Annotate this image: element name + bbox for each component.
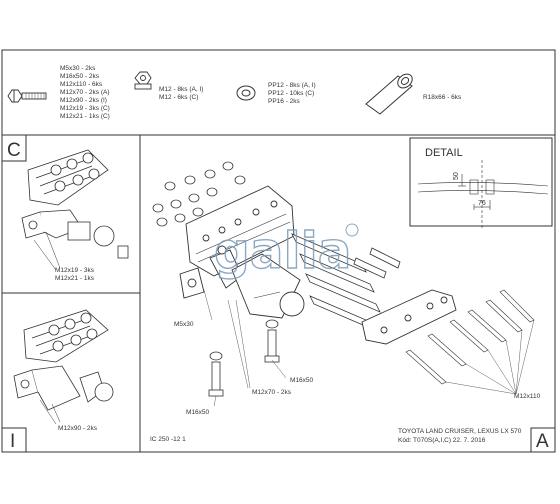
- long-bolt-leaders: [445, 319, 535, 395]
- nut-list: M12 - 8ks (A, I) M12 - 6ks (C): [159, 86, 203, 101]
- section-c-callout-2: M12x21 - 1ks: [55, 275, 95, 282]
- callout-m12x70: M12x70 - 2ks: [252, 389, 292, 396]
- bolt-list-line: M12x70 - 2ks (A): [60, 89, 110, 96]
- bolt-list-line: M12x110 - 6ks: [60, 81, 103, 88]
- section-a-letter-box: A: [530, 427, 556, 453]
- washer-list-line: PP12 - 8ks (A, I): [268, 82, 316, 89]
- section-i-letter: I: [10, 431, 15, 452]
- drawing-frame: [1, 49, 556, 453]
- long-bolts: [405, 289, 535, 385]
- lower-leaders: [203, 289, 287, 407]
- registered-mark: [345, 223, 359, 237]
- callout-m16-left: M16x50: [186, 409, 210, 416]
- exploded-nuts-washers: [152, 161, 246, 227]
- section-i-letter-box: I: [1, 427, 27, 453]
- spacer-label: R18x66 - 6ks: [423, 94, 462, 101]
- lower-bolts: [208, 319, 280, 397]
- bolt-list-line: M12x90 - 2ks (I): [60, 97, 107, 104]
- galia-watermark: galia: [214, 222, 352, 280]
- hitch-assembly-c: [21, 149, 129, 271]
- callout-m12x110: M12x110: [514, 393, 541, 400]
- detail-dim-horizontal: 76: [478, 200, 486, 207]
- bolt-icon: [7, 89, 47, 103]
- spacer-tubes: [291, 233, 401, 335]
- hitch-crossbar: [179, 185, 305, 319]
- hitch-assembly-i: [13, 309, 114, 425]
- bolt-list: M5x30 - 2ks M16x50 - 2ks M12x110 - 6ks M…: [60, 65, 110, 120]
- bolt-list-line: M5x30 - 2ks: [60, 65, 96, 72]
- drawing-code: IC 250 -12 1: [150, 436, 186, 443]
- bolt-list-line: M12x19 - 3ks (C): [60, 105, 110, 112]
- bolt-list-line: M16x50 - 2ks: [60, 73, 100, 80]
- spacer-icon: [365, 73, 413, 115]
- section-i-callout: M12x90 - 2ks: [58, 425, 98, 432]
- detail-title: DETAIL: [425, 147, 463, 159]
- washer-icon: [236, 85, 256, 101]
- section-a-letter: A: [536, 431, 549, 452]
- bolt-list-line: M12x21 - 1ks (C): [60, 113, 110, 120]
- callout-m16-right: M16x50: [290, 377, 314, 384]
- washer-list-line: PP12 - 10ks (C): [268, 90, 314, 97]
- nut-list-line: M12 - 6ks (C): [159, 94, 198, 101]
- detail-box: DETAIL 50 76: [409, 137, 553, 228]
- section-c-callout-1: M12x19 - 3ks: [55, 267, 95, 274]
- vehicle-name: TOYOTA LAND CRUISER, LEXUS LX 570: [398, 428, 522, 435]
- kod-line: Kód: T070S(A,I,C) 22. 7. 2016: [398, 437, 486, 444]
- detail-dim-vertical: 50: [453, 172, 460, 180]
- nut-icon: [134, 71, 152, 90]
- washer-list: PP12 - 8ks (A, I) PP12 - 10ks (C) PP16 -…: [268, 82, 316, 105]
- nut-list-line: M12 - 8ks (A, I): [159, 86, 203, 93]
- section-c-letter: C: [7, 140, 21, 161]
- side-bracket: [361, 289, 457, 345]
- callout-m5x30: M5x30: [174, 321, 194, 328]
- section-c-letter-box: C: [1, 134, 27, 162]
- washer-list-line: PP16 - 2ks: [268, 98, 301, 105]
